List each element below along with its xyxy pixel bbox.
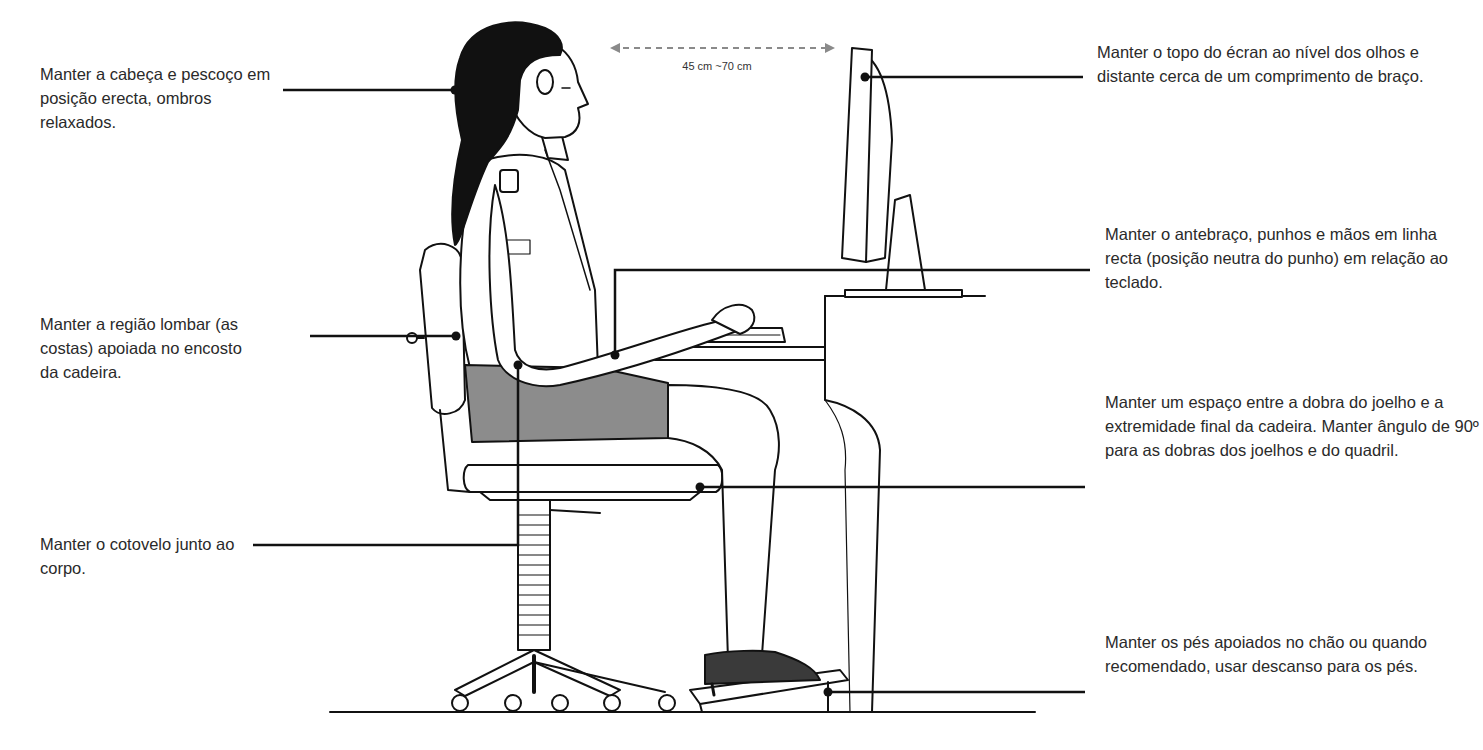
footrest-leg <box>700 704 702 712</box>
callout-text: Manter o cotovelo junto ao corpo. <box>40 532 245 580</box>
desk <box>655 296 985 712</box>
leader-line <box>865 76 1083 79</box>
callout-text: Manter um espaço entre a dobra do joelho… <box>1105 390 1483 462</box>
callout-text: Manter o antebraço, punhos e mãos em lin… <box>1105 222 1460 294</box>
leader-line <box>310 335 456 338</box>
woman-figure <box>452 22 820 695</box>
dimension-label: 45 cm ~70 cm <box>667 60 767 73</box>
footrest-leg <box>827 682 829 712</box>
callout-text: Manter os pés apoiados no chão ou quando… <box>1105 630 1460 678</box>
callout-text: Manter o topo do écran ao nível dos olho… <box>1097 40 1457 88</box>
callout-text: Manter a região lombar (as costas) apoia… <box>40 312 262 384</box>
leader-lines <box>253 77 1090 692</box>
leader-line <box>700 486 1085 489</box>
leader-line <box>253 365 518 545</box>
leader-dot <box>611 351 620 360</box>
leader-dot <box>452 332 461 341</box>
leader-dot <box>696 483 705 492</box>
leader-dot <box>824 688 833 697</box>
callout-text: Manter a cabeça e pescoço em posição ere… <box>40 62 272 134</box>
leader-dot <box>514 361 523 370</box>
leader-line <box>283 89 455 92</box>
monitor <box>842 48 962 297</box>
leader-line <box>615 270 1090 355</box>
dimension-arrow <box>612 47 833 49</box>
leader-line <box>828 691 1085 694</box>
leader-dots <box>451 73 870 697</box>
leader-dot <box>861 73 870 82</box>
floor-line <box>330 711 1035 713</box>
leader-dot <box>451 86 460 95</box>
